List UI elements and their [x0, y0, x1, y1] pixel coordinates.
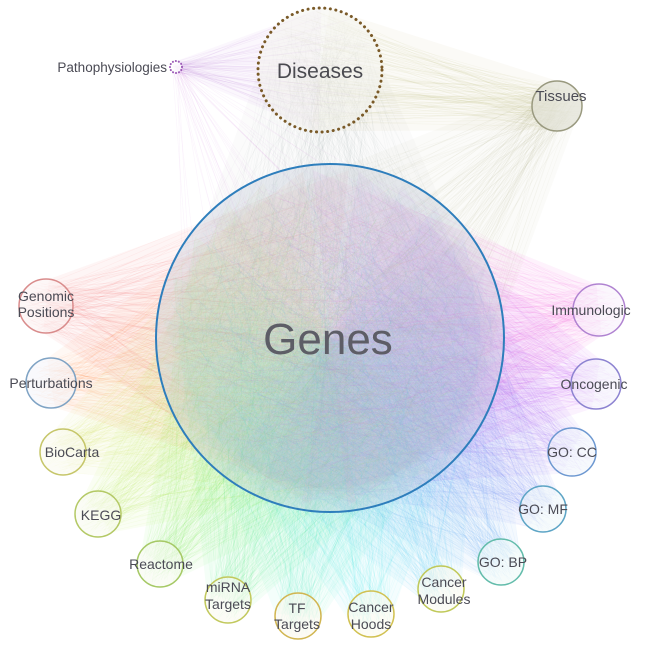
node-cancer-modules[interactable] [417, 565, 465, 613]
label-oncogenic: Oncogenic [561, 376, 628, 392]
beam-go-cc-genes [258, 185, 583, 491]
beam-kegg-genes [84, 203, 433, 533]
node-genes[interactable] [155, 163, 505, 513]
beam-tissues-genes [209, 88, 575, 457]
edges-immunologic-genes [170, 174, 624, 488]
edges-biocarta-genes [42, 186, 495, 502]
label-pathophysiologies: Pathophysiologies [57, 60, 167, 75]
edges-go-mf-genes [170, 179, 565, 531]
label-biocarta: BioCarta [45, 444, 100, 460]
node-immunologic[interactable] [572, 283, 626, 337]
beam-reactome-genes [141, 236, 465, 578]
label-go-cc: GO: CC [547, 444, 597, 460]
edges-go-cc-genes [166, 176, 595, 501]
node-go-mf[interactable] [519, 485, 567, 533]
label-immunologic: Immunologic [551, 302, 630, 318]
node-tf-targets[interactable] [274, 592, 322, 640]
node-kegg[interactable] [74, 490, 122, 538]
beam-biocarta-genes [53, 182, 397, 494]
node-pathophysiologies[interactable] [169, 60, 183, 74]
node-perturbations[interactable] [25, 357, 77, 409]
beam-genomic-positions-genes [42, 170, 349, 506]
beam-tf-targets-genes [162, 318, 498, 619]
label-kegg: KEGG [81, 507, 121, 523]
node-tissues[interactable] [531, 80, 583, 132]
node-oncogenic[interactable] [570, 358, 622, 410]
edges-pathophysiologies-genes [172, 61, 453, 483]
edges-perturbations-genes [27, 186, 495, 502]
edge-lines [20, 10, 624, 637]
edges-tissues-genes [170, 82, 580, 500]
node-go-cc[interactable] [547, 427, 597, 477]
beam-immunologic-genes [312, 170, 602, 506]
node-mirna-targets[interactable] [204, 576, 252, 624]
node-biocarta[interactable] [39, 428, 87, 476]
edges-cancer-modules-genes [165, 172, 480, 611]
label-diseases: Diseases [277, 60, 363, 83]
beam-mirna-targets-genes [172, 276, 488, 609]
edges-kegg-genes [76, 177, 494, 535]
label-go-mf: GO: MF [518, 501, 568, 517]
edges-reactome-genes [138, 171, 491, 583]
beam-perturbations-genes [47, 171, 357, 505]
edges-cancer-hoods-genes [169, 183, 488, 636]
label-tissues: Tissues [535, 88, 586, 105]
beam-go-bp-genes [195, 235, 520, 576]
node-cancer-hoods[interactable] [347, 590, 395, 638]
beam-cancer-modules-genes [175, 269, 485, 599]
edges-genomic-positions-genes [20, 177, 489, 505]
label-genes: Genes [263, 315, 393, 364]
beam-go-mf-genes [224, 206, 558, 527]
edges-tf-targets-genes [187, 176, 494, 637]
edges-oncogenic-genes [177, 174, 619, 501]
beam-cancer-hoods-genes [163, 313, 497, 618]
nodes [18, 6, 626, 640]
node-reactome[interactable] [136, 540, 184, 588]
label-go-bp: GO: BP [479, 554, 527, 570]
edges-genes-genes [167, 173, 496, 500]
label-reactome: Reactome [129, 556, 193, 572]
edges-go-bp-genes [178, 173, 523, 583]
node-diseases[interactable] [256, 6, 384, 134]
node-go-bp[interactable] [477, 538, 525, 586]
node-genomic-positions[interactable] [18, 278, 74, 334]
labels: Genes Diseases PathophysiologiesTissuesGen… [9, 60, 630, 632]
label-perturbations: Perturbations [9, 375, 92, 391]
beam-oncogenic-genes [301, 171, 601, 505]
